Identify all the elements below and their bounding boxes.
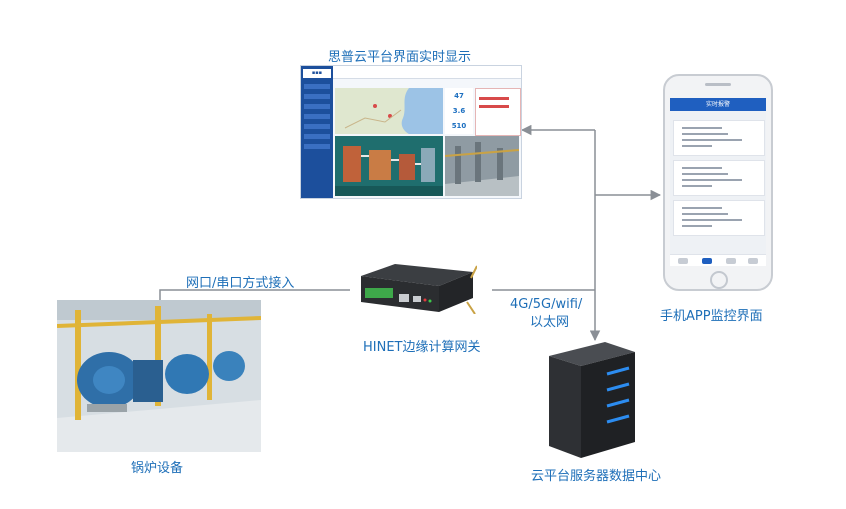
card-line bbox=[682, 225, 712, 227]
dashboard-nav-item bbox=[304, 94, 330, 99]
card-line bbox=[682, 185, 712, 187]
dashboard-nav-item bbox=[304, 144, 330, 149]
cloud-dashboard-screenshot: ▪▪▪ 47 3.6 510 bbox=[300, 65, 522, 199]
tab-icon[interactable] bbox=[726, 258, 736, 264]
card-line bbox=[682, 179, 742, 181]
card-line bbox=[682, 133, 728, 135]
alarm-line bbox=[479, 105, 509, 108]
dashboard-alarm-panel bbox=[475, 88, 521, 136]
stat-value: 47 bbox=[454, 92, 464, 100]
dashboard-scada-diagram bbox=[335, 136, 443, 196]
network-label-line2: 以太网 bbox=[530, 315, 570, 330]
boiler-equipment-photo bbox=[57, 300, 261, 452]
stat-value: 3.6 bbox=[452, 107, 466, 115]
gateway-label: HINET边缘计算网关 bbox=[363, 340, 481, 355]
mobile-phone: 实时报警 bbox=[663, 74, 773, 291]
boiler-label: 锅炉设备 bbox=[131, 461, 184, 476]
phone-home-button[interactable] bbox=[710, 271, 728, 289]
dashboard-nav-item bbox=[304, 134, 330, 139]
tab-icon[interactable] bbox=[748, 258, 758, 264]
phone-screen: 实时报警 bbox=[670, 98, 766, 266]
card-line bbox=[682, 167, 722, 169]
cloud-display-caption: 思普云平台界面实时显示 bbox=[328, 50, 472, 65]
dashboard-logo: ▪▪▪ bbox=[303, 69, 331, 78]
dashboard-sidebar: ▪▪▪ bbox=[301, 66, 333, 198]
dashboard-nav-item bbox=[304, 104, 330, 109]
port-access-label: 网口/串口方式接入 bbox=[186, 276, 295, 291]
alarm-card[interactable] bbox=[673, 200, 765, 236]
dashboard-stats: 47 3.6 510 bbox=[445, 88, 473, 134]
dashboard-nav-item bbox=[304, 84, 330, 89]
card-line bbox=[682, 127, 722, 129]
app-header: 实时报警 bbox=[670, 98, 766, 111]
card-line bbox=[682, 219, 742, 221]
app-tabbar bbox=[670, 254, 766, 266]
boiler-gateway-line bbox=[159, 289, 350, 300]
card-line bbox=[682, 145, 712, 147]
card-line bbox=[682, 207, 722, 209]
dashboard-nav-item bbox=[304, 114, 330, 119]
card-line bbox=[682, 213, 728, 215]
phone-speaker bbox=[705, 83, 731, 86]
hinet-gateway-device bbox=[355, 262, 478, 315]
mobile-app-label: 手机APP监控界面 bbox=[660, 309, 763, 324]
card-line bbox=[682, 173, 728, 175]
alarm-line bbox=[479, 97, 509, 100]
alarm-card[interactable] bbox=[673, 160, 765, 196]
tab-icon[interactable] bbox=[678, 258, 688, 264]
dashboard-topbar bbox=[333, 66, 521, 79]
dashboard-nav-item bbox=[304, 124, 330, 129]
cloud-server-icon bbox=[545, 338, 637, 460]
data-center-label: 云平台服务器数据中心 bbox=[531, 469, 662, 484]
tab-icon[interactable] bbox=[702, 258, 712, 264]
alarm-card[interactable] bbox=[673, 120, 765, 156]
network-label: 4G/5G/wifi/ bbox=[510, 297, 583, 312]
dashboard-factory-photo bbox=[444, 136, 520, 196]
dashboard-map bbox=[335, 88, 443, 134]
stat-value: 510 bbox=[451, 122, 467, 130]
card-line bbox=[682, 139, 742, 141]
